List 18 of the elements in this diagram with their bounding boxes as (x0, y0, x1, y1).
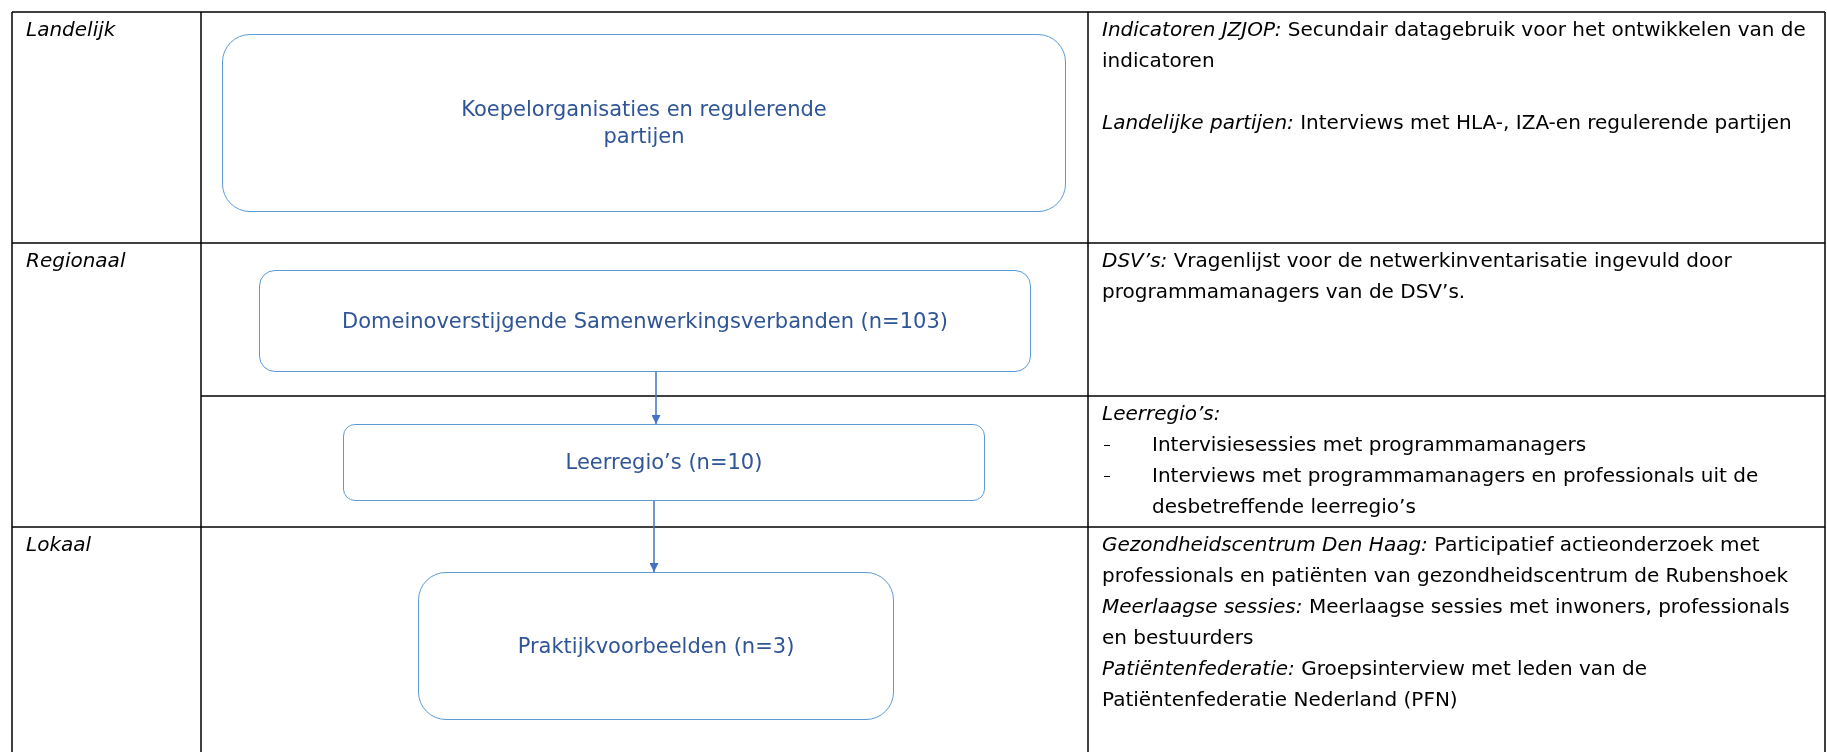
row-heading: Landelijk (26, 16, 117, 43)
row-heading: Lokaal (26, 531, 93, 558)
description-text: Meerlaagse sessies: Meerlaagse sessies met inwoners, professionals en bestuurders (1102, 593, 1791, 651)
description-text: DSV’s: Vragenlijst voor de netwerkinventarisatie ingevuld door programmamanagers van de DSV’s. (1102, 247, 1733, 305)
process-box: Domeinoverstijgende Samenwerkingsverbanden (n=103) (259, 270, 1031, 372)
description-text: Landelijke partijen: Interviews met HLA-, IZA-en regulerende partijen (1102, 109, 1793, 136)
arrow (651, 371, 661, 425)
arrow (649, 500, 659, 573)
process-box: Leerregio’s (n=10) (343, 424, 985, 501)
organisation-box: Koepelorganisaties en regulerende partijen (222, 34, 1066, 212)
row-heading: Regionaal (26, 247, 127, 274)
list-item-text: Interviews met programmamanagers en professionals uit de desbetreffende leerregio’s (1152, 463, 1759, 518)
description-text: Patiëntenfederatie: Groepsinterview met leden van de Patiëntenfederatie Nederland (PFN) (1102, 655, 1649, 713)
description-text: Indicatoren JZJOP: Secundair datagebruik voor het ontwikkelen van de indicatoren (1102, 16, 1807, 74)
list-heading: Leerregio’s: (1102, 400, 1222, 427)
process-box: Praktijkvoorbeelden (n=3) (418, 572, 894, 720)
description-text: Gezondheidscentrum Den Haag: Participatief actieonderzoek met professionals en patiënten van gezondheidscentrum de Rubenshoek (1102, 531, 1790, 589)
list-item-text: Intervisiesessies met programmamanagers (1152, 432, 1587, 456)
